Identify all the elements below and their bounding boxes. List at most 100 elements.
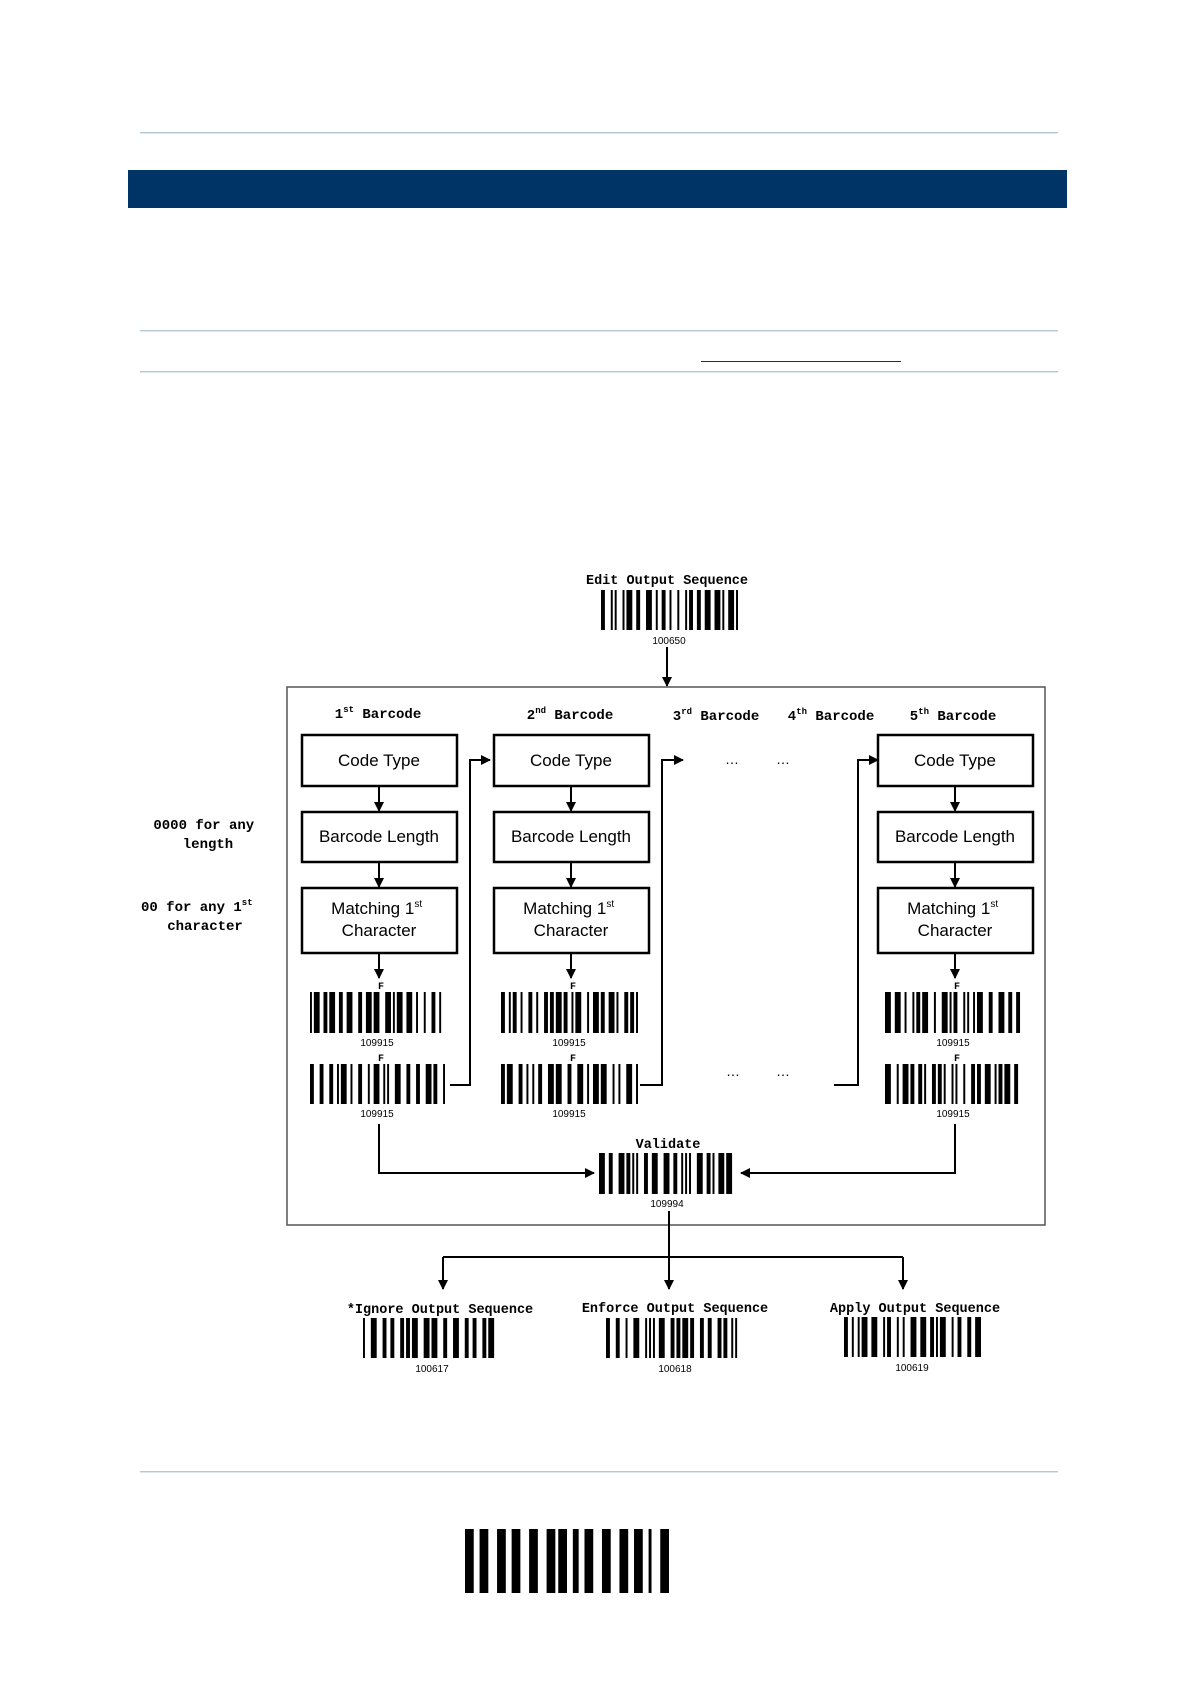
code-type-label: Code Type — [914, 751, 996, 770]
footer-barcode[interactable] — [465, 1529, 669, 1593]
barcode-a[interactable] — [885, 992, 1021, 1033]
barcode-bar — [555, 992, 562, 1033]
section-banner — [128, 170, 1067, 208]
barcode-b[interactable] — [885, 1064, 1019, 1104]
barcode-letter: F — [378, 1054, 384, 1065]
barcode-bar — [529, 1529, 538, 1593]
ellipsis: … — [776, 1063, 790, 1079]
matching-character-label: Matching 1st Character — [907, 892, 1003, 940]
barcode-bar — [310, 1064, 314, 1104]
barcode-bar — [723, 1318, 728, 1358]
barcode-bar — [681, 1153, 684, 1194]
barcode-number: 109915 — [552, 1109, 586, 1120]
barcode-letter: F — [378, 982, 384, 993]
barcode-bar — [373, 992, 380, 1033]
apply-output-sequence-label: Apply Output Sequence — [830, 1302, 1000, 1317]
column-header-4: 4th Barcode — [788, 707, 874, 725]
ignore-output-sequence-barcode[interactable] — [363, 1318, 495, 1358]
barcode-bar — [329, 1064, 334, 1104]
barcode-bar — [538, 1064, 543, 1104]
barcode-bar — [726, 1153, 733, 1194]
barcode-bar — [614, 590, 617, 630]
barcode-bar — [526, 1064, 529, 1104]
edit-output-sequence-barcode[interactable] — [601, 590, 738, 630]
barcode-bar — [608, 1153, 613, 1194]
barcode-bar — [606, 1318, 610, 1358]
barcode-length-label: Barcode Length — [319, 827, 439, 846]
barcode-bar — [953, 992, 958, 1033]
matching-character-box[interactable] — [492, 886, 651, 955]
barcode-bar — [443, 1318, 448, 1358]
barcode-bar — [618, 1064, 621, 1104]
barcode-bar — [731, 1318, 734, 1358]
top-rule — [140, 132, 1058, 134]
barcode-bar — [645, 1318, 648, 1358]
barcode-bar — [967, 992, 970, 1033]
barcode-bar — [390, 1318, 395, 1358]
barcode-bar — [951, 1317, 954, 1357]
barcode-bar — [1004, 1064, 1011, 1104]
barcode-bar — [967, 1317, 972, 1357]
barcode-bar — [682, 1318, 689, 1358]
barcode-bar — [949, 992, 952, 1033]
barcode-bar — [1014, 1064, 1019, 1104]
barcode-bar — [632, 1153, 635, 1194]
link-underline[interactable] — [701, 361, 901, 362]
validate-barcode[interactable] — [599, 1153, 733, 1194]
barcode-bar — [922, 992, 929, 1033]
barcode-bar — [636, 992, 638, 1033]
barcode-bar — [520, 992, 523, 1033]
barcode-bar — [512, 992, 517, 1033]
barcode-bar — [931, 1064, 936, 1104]
barcode-bar — [340, 1064, 347, 1104]
barcode-bar — [387, 1064, 390, 1104]
enforce-output-sequence-number: 100618 — [658, 1364, 692, 1375]
barcode-bar — [957, 1317, 962, 1357]
ignore-output-sequence-number: 100617 — [415, 1364, 449, 1375]
barcode-bar — [712, 1153, 715, 1194]
ignore-output-sequence-label: *Ignore Output Sequence — [347, 1303, 533, 1318]
barcode-bar — [619, 1529, 629, 1593]
matching-character-box[interactable] — [876, 886, 1035, 955]
barcode-b[interactable] — [501, 1064, 638, 1104]
barcode-bar — [346, 992, 353, 1033]
barcode-a[interactable] — [310, 992, 442, 1033]
apply-output-sequence-barcode[interactable] — [844, 1317, 981, 1357]
ellipsis: … — [725, 751, 739, 767]
barcode-bar — [649, 1318, 652, 1358]
column-header-5: 5th Barcode — [910, 707, 996, 725]
barcode-bar — [1016, 992, 1021, 1033]
barcode-bar — [544, 992, 548, 1033]
barcode-b[interactable] — [310, 1064, 445, 1104]
barcode-bar — [528, 992, 533, 1033]
barcode-bar — [546, 1529, 556, 1593]
barcode-bar — [963, 992, 966, 1033]
barcode-number: 109915 — [936, 1109, 970, 1120]
barcode-bar — [663, 1153, 670, 1194]
barcode-bar — [508, 992, 511, 1033]
barcode-bar — [976, 992, 983, 1033]
barcode-number: 109915 — [360, 1109, 394, 1120]
barcode-length-label: Barcode Length — [511, 827, 631, 846]
barcode-bar — [690, 1318, 695, 1358]
enforce-output-sequence-barcode[interactable] — [606, 1318, 738, 1358]
barcode-bar — [416, 992, 418, 1033]
barcode-bar — [423, 992, 426, 1033]
barcode-bar — [910, 1317, 917, 1357]
barcode-sequence-frame — [286, 686, 1046, 1226]
barcode-bar — [547, 1064, 554, 1104]
barcode-length-label: Barcode Length — [895, 827, 1015, 846]
code-type-label: Code Type — [530, 751, 612, 770]
column-header-2: 2nd Barcode — [527, 706, 613, 724]
barcode-length-box[interactable] — [876, 810, 1035, 864]
barcode-bar — [310, 992, 312, 1033]
barcode-bar — [365, 992, 372, 1033]
barcode-bar — [624, 992, 629, 1033]
barcode-bar — [479, 1529, 489, 1593]
column-5: Code Type Barcode Length Matching 1st Ch… — [876, 733, 1035, 1120]
barcode-length-box[interactable] — [300, 810, 459, 864]
barcode-bar — [646, 590, 652, 630]
barcode-a[interactable] — [501, 992, 638, 1033]
barcode-number: 109915 — [360, 1038, 394, 1049]
barcode-bar — [935, 1317, 938, 1357]
